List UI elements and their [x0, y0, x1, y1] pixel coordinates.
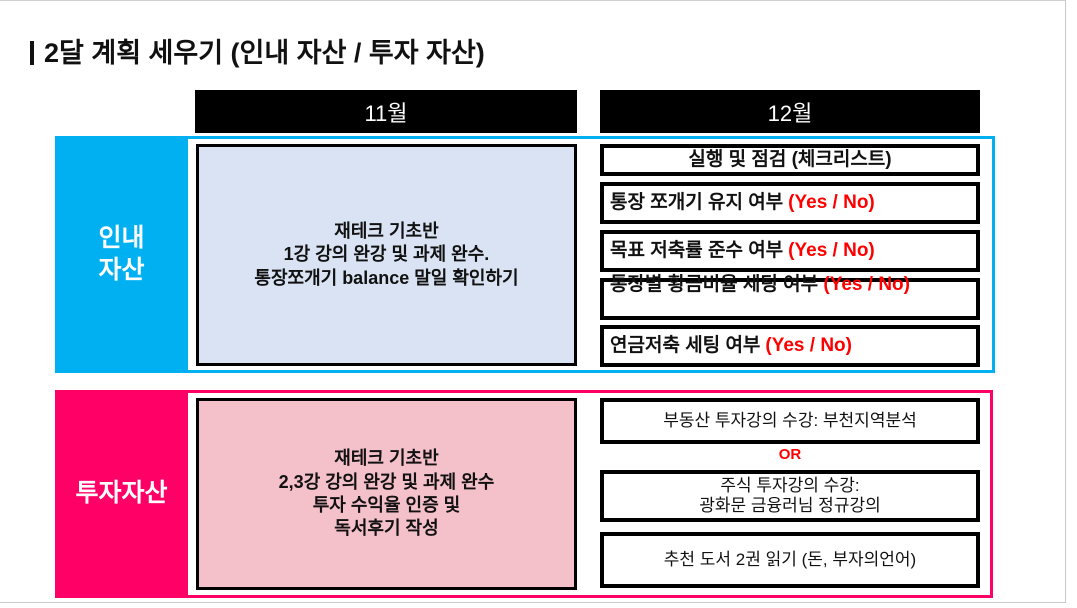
or-label: OR: [778, 446, 802, 463]
november-patience-plan: 재테크 기초반 1강 강의 완강 및 과제 완수. 통장쪼개기 balance …: [196, 144, 577, 366]
month-header-december: 12월: [600, 90, 980, 133]
investment-asset-label: 투자자산: [55, 390, 188, 598]
checklist-item-text: 연금저축 세팅 여부: [610, 334, 761, 356]
checklist-item: 통장별 황금비율 세팅 여부 (Yes / No): [600, 274, 980, 320]
title-bar-marker: [30, 41, 34, 65]
checklist-item-text: 목표 저축률 준수 여부: [610, 239, 784, 261]
slide-title: 2달 계획 세우기 (인내 자산 / 투자 자산): [30, 31, 485, 70]
stock-course-item: 주식 투자강의 수강: 광화문 금융러님 정규강의: [600, 470, 980, 522]
yes-no-tag: (Yes / No): [788, 191, 875, 213]
yes-no-tag: (Yes / No): [765, 334, 852, 356]
checklist-item-text: 통장별 황금비율 세팅 여부: [610, 274, 824, 295]
yes-no-tag: (Yes / No): [823, 274, 910, 295]
patience-asset-label: 인내 자산: [55, 136, 188, 373]
november-investment-plan: 재테크 기초반 2,3강 강의 완강 및 과제 완수 투자 수익율 인증 및 독…: [196, 398, 577, 590]
reading-books-item: 추천 도서 2권 읽기 (돈, 부자의언어): [600, 532, 980, 588]
checklist-item-text: 통장 쪼개기 유지 여부: [610, 191, 784, 213]
checklist-item: 연금저축 세팅 여부 (Yes / No): [600, 325, 980, 367]
checklist-item: 통장 쪼개기 유지 여부 (Yes / No): [600, 182, 980, 224]
checklist-header: 실행 및 점검 (체크리스트): [600, 144, 980, 176]
real-estate-course-item: 부동산 투자강의 수강: 부천지역분석: [600, 398, 980, 444]
checklist-item: 목표 저축률 준수 여부 (Yes / No): [600, 230, 980, 272]
title-text: 2달 계획 세우기 (인내 자산 / 투자 자산): [44, 38, 485, 68]
yes-no-tag: (Yes / No): [788, 239, 875, 261]
month-header-november: 11월: [195, 90, 577, 133]
